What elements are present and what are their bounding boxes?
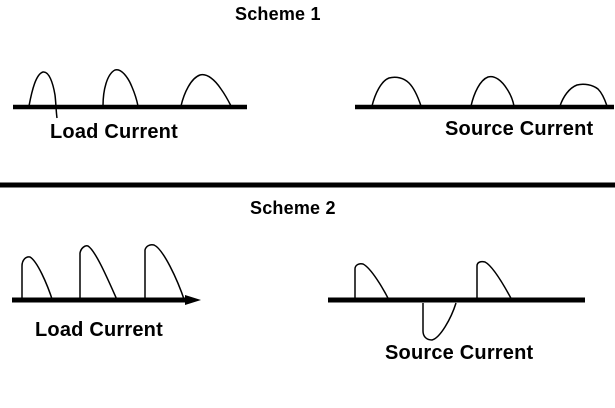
scheme2-source-pulse-3 — [476, 260, 514, 303]
scheme2-load-pulse-1 — [21, 256, 54, 303]
scheme2-load-waveform — [12, 244, 201, 305]
scheme2-load-label: Load Current — [35, 319, 163, 341]
scheme2-source-waveform — [328, 260, 585, 341]
scheme1-source-pulse-1 — [371, 76, 422, 107]
scheme2-source-label: Source Current — [385, 342, 534, 364]
scheme1-source-pulse-3 — [559, 83, 608, 107]
scheme2-load-pulse-2 — [79, 245, 119, 303]
scheme1-load-pulse-3 — [180, 73, 232, 107]
scheme1-load-pulse-1 — [28, 71, 58, 119]
scheme2-title: Scheme 2 — [250, 198, 336, 218]
scheme1-source-label: Source Current — [445, 118, 594, 140]
scheme1-load-waveform — [13, 69, 247, 119]
scheme1-source-waveform — [355, 75, 614, 110]
scheme2-source-pulse-2-negative — [422, 302, 457, 341]
scheme1-source-pulse-2 — [470, 75, 515, 107]
scheme1-load-label: Load Current — [50, 121, 178, 143]
scheme1-load-pulse-2 — [102, 69, 139, 107]
scheme1-title: Scheme 1 — [235, 4, 321, 24]
scheme2-load-axis-arrowhead-icon — [185, 295, 201, 305]
scheme2-load-pulse-3 — [144, 244, 186, 303]
scheme2-source-pulse-1 — [354, 263, 391, 303]
